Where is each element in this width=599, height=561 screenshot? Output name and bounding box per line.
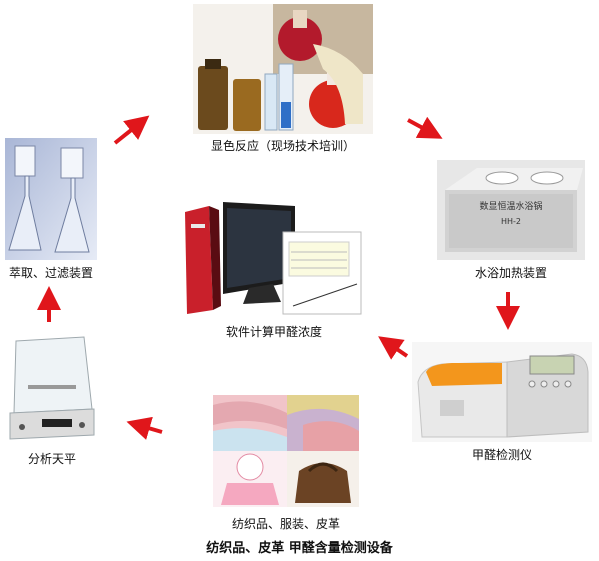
arrow-detector-to-software <box>378 336 409 360</box>
textile-samples-icon <box>213 395 359 507</box>
detector-label: 甲醛检测仪 <box>471 448 532 462</box>
arrow-extraction-to-reaction <box>113 115 150 145</box>
balance-label: 分析天平 <box>27 452 76 466</box>
analytical-balance-icon <box>8 335 96 443</box>
water-bath-label: 水浴加热装置 <box>474 266 547 280</box>
computer-software-icon <box>185 202 362 315</box>
samples-label: 纺织品、服装、皮革 <box>231 517 340 531</box>
diagram-title: 纺织品、皮革 甲醛含量检测设备 <box>206 541 393 556</box>
software-label: 软件计算甲醛浓度 <box>225 325 322 339</box>
water-bath-panel-text: 数显恒温水浴锅 <box>479 200 542 212</box>
color-reaction-label: 显色反应（现场技术培训） <box>210 139 355 153</box>
spectrophotometer-icon <box>412 342 592 442</box>
extraction-label: 萃取、过滤装置 <box>8 266 93 280</box>
water-bath-device-icon: 数显恒温水浴锅 HH-2 <box>437 160 585 260</box>
arrow-samples-to-balance <box>126 416 163 440</box>
water-bath-model-text: HH-2 <box>501 217 521 226</box>
arrow-reaction-to-waterbath <box>407 116 443 139</box>
flask-glassware-icon <box>193 4 373 134</box>
filtration-glassware-icon <box>5 138 97 260</box>
